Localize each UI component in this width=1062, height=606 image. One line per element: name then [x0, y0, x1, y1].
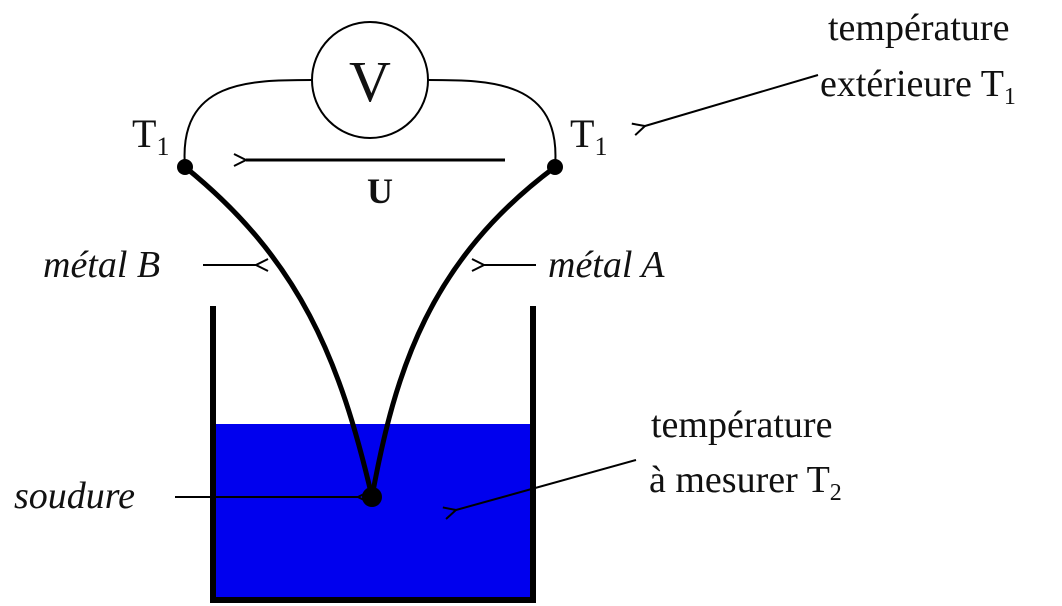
container: [210, 306, 536, 603]
weld-dot: [362, 487, 382, 507]
metal-a-label: métal A: [548, 244, 665, 286]
voltage-label: U: [367, 171, 393, 211]
exterior-temperature-arrow: [645, 74, 819, 126]
t1-right-label: T1: [570, 111, 607, 161]
measured-temperature-arrow: [456, 459, 637, 510]
exterior-temperature-line2: extérieure T1: [820, 63, 1016, 110]
t1-left-label: T1: [132, 111, 169, 161]
liquid-bath: [213, 424, 533, 600]
metal-b-wire: [183, 165, 375, 498]
exterior-temperature-line1: température: [828, 7, 1009, 49]
voltmeter: [311, 21, 429, 139]
right-junction-dot: [547, 159, 563, 175]
left-junction-dot: [177, 159, 193, 175]
wire-right: [427, 79, 557, 168]
measured-temperature-line2: à mesurer T2: [649, 459, 842, 506]
exterior-temperature-label: température extérieure T1: [820, 7, 1019, 110]
metal-a-wire: [369, 164, 557, 498]
soudure-label: soudure: [14, 475, 135, 517]
measured-temperature-label: température à mesurer T2: [649, 404, 842, 506]
voltmeter-symbol: V: [349, 49, 391, 114]
metal-b-label: métal B: [43, 244, 160, 286]
measured-temperature-line1: température: [651, 404, 832, 446]
wire-left: [183, 79, 313, 168]
